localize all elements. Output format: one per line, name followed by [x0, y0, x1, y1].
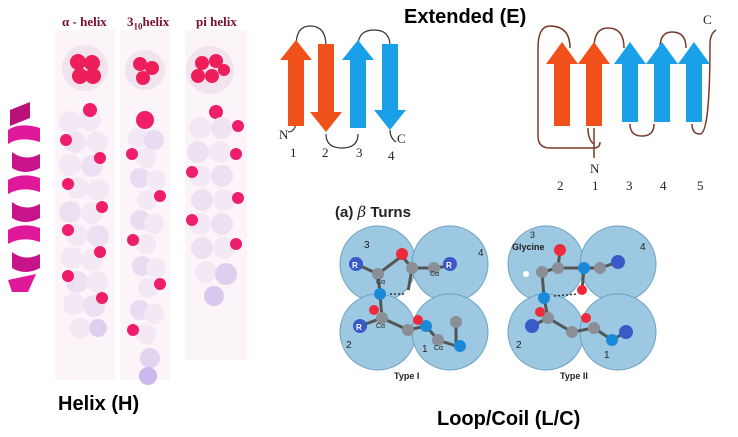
ribbon-helix — [8, 102, 40, 292]
strand-2 — [310, 44, 342, 132]
strand-2 — [546, 42, 578, 126]
pi-helix-label: pi helix — [196, 14, 237, 29]
left-sheet-num-4: 4 — [388, 148, 395, 163]
strand-1 — [280, 40, 312, 126]
alpha-top-view — [62, 45, 108, 91]
pi-helix-model — [186, 105, 244, 306]
t2-sphere-4: 4 — [640, 242, 646, 253]
strand-1 — [578, 42, 610, 126]
three10-sub: 10 — [133, 21, 143, 32]
right-sheet-n: N — [590, 161, 600, 176]
right-sheet-num-5: 5 — [697, 178, 704, 193]
helix-panel: α - helix 310helix pi helix — [0, 0, 260, 415]
turns-title-rest: Turns — [370, 204, 411, 221]
sheet-diagram-left — [280, 25, 406, 149]
alpha-helix-model — [59, 103, 109, 338]
right-sheet-num-3: 3 — [626, 178, 633, 193]
t1-R-top: R — [352, 261, 358, 270]
beta-turn-type1: 3 4 2 1 R R R Cα Cα Cα Cα Type I — [339, 225, 489, 381]
three10-helix-model — [126, 111, 166, 385]
t1-ca-a: Cα — [376, 279, 385, 286]
t1-sphere-1: 1 — [422, 344, 428, 355]
turns-title-prefix: (a) — [335, 204, 354, 221]
strand-3 — [342, 40, 374, 128]
t1-R-right: R — [446, 261, 452, 270]
type2-label: Type II — [560, 371, 588, 381]
strand-3 — [614, 42, 646, 122]
three10-helix-label: 310helix — [127, 14, 169, 32]
strand-5 — [678, 42, 710, 122]
left-sheet-num-3: 3 — [356, 145, 363, 160]
right-sheet-num-2: 2 — [557, 178, 564, 193]
loop-title: Loop/Coil (L/C) — [437, 408, 581, 430]
helix-title: Helix (H) — [58, 393, 140, 415]
three10-base: 3 — [127, 14, 134, 29]
t1-ca-b: Cα — [430, 271, 439, 278]
right-sheet-num-1: 1 — [592, 178, 599, 193]
strand-4 — [374, 44, 406, 130]
three10-rest: helix — [142, 14, 170, 29]
strand-4 — [646, 42, 678, 122]
t1-sphere-3: 3 — [364, 240, 370, 251]
t2-sphere-1: 1 — [604, 350, 610, 361]
left-sheet-num-1: 1 — [290, 145, 297, 160]
helix-models — [8, 30, 247, 385]
sheet-diagram-right — [537, 25, 717, 158]
three10-top-view — [125, 50, 165, 90]
beta-turn-type2: 3 Glycine 4 2 1 Type II — [507, 225, 657, 381]
alpha-helix-label: α - helix — [62, 14, 107, 29]
t1-sphere-4: 4 — [478, 248, 484, 259]
extended-title: Extended (E) — [404, 6, 527, 28]
t1-ca-c: Cα — [376, 323, 385, 330]
t2-sphere-3: 3 — [530, 230, 535, 240]
glycine-label: Glycine — [512, 242, 545, 252]
t1-sphere-2: 2 — [346, 340, 352, 351]
t2-sphere-2: 2 — [516, 340, 522, 351]
right-sheet-num-4: 4 — [660, 178, 667, 193]
left-sheet-c: C — [397, 131, 406, 146]
turns-title-beta: β — [357, 203, 367, 221]
left-sheet-n: N — [279, 127, 289, 142]
turns-title: (a) β Turns — [335, 203, 411, 221]
t1-ca-d: Cα — [434, 345, 443, 352]
left-sheet-num-2: 2 — [322, 145, 329, 160]
type1-label: Type I — [394, 371, 419, 381]
pi-top-view — [186, 46, 234, 94]
t1-R-bottom: R — [356, 323, 362, 332]
right-sheet-c: C — [703, 12, 712, 27]
